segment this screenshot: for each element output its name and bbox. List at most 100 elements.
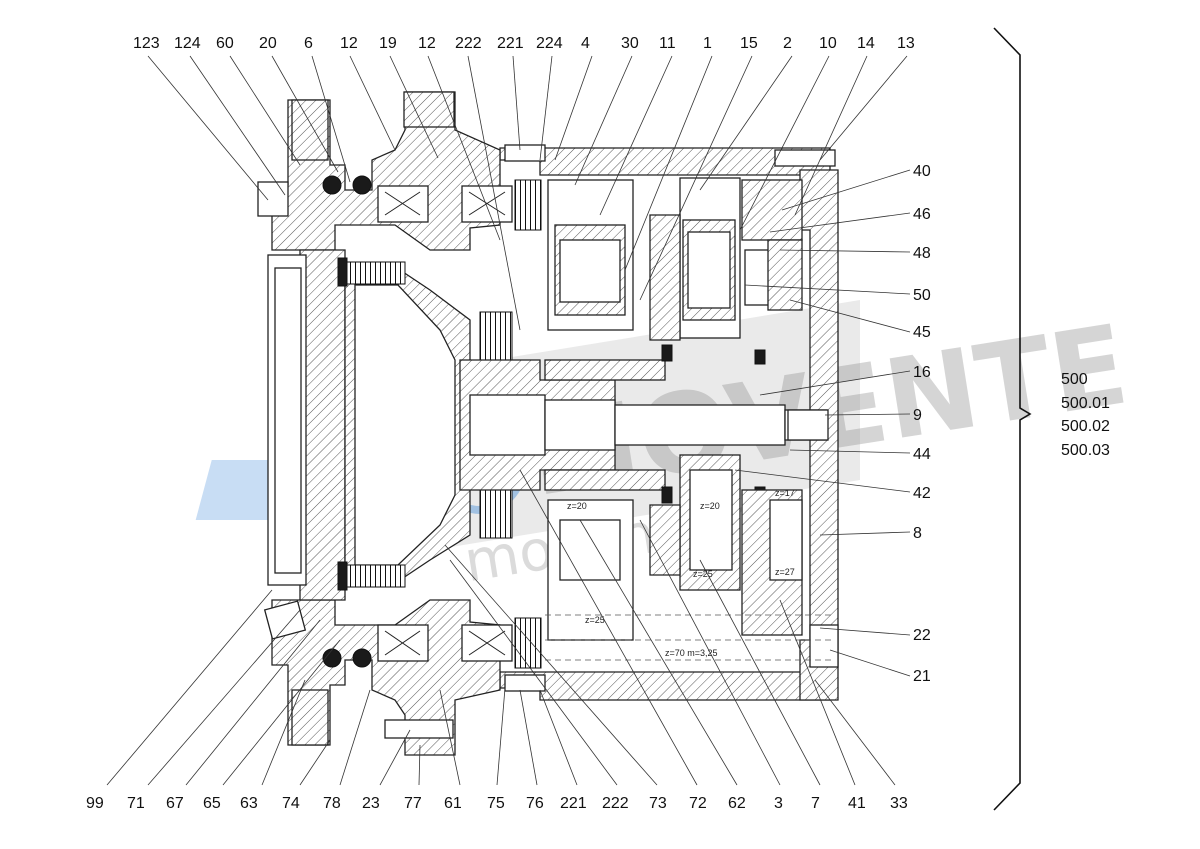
part-label: 74 [282,795,300,812]
leader-line [819,627,911,636]
leader-line [781,169,911,211]
reference-code: 500.03 [1061,442,1110,459]
part-label: 14 [857,35,875,52]
part-label: 46 [913,206,931,223]
top-labels: 123 124 60 20 6 12 19 12 222 221 224 4 3… [133,35,915,52]
leader-line [744,284,911,295]
leader-line [519,469,698,786]
part-label: 22 [913,627,931,644]
leader-line [229,55,301,166]
part-label: 16 [913,364,931,381]
part-label: 7 [811,795,820,812]
leader-line [824,413,911,416]
part-label: 6 [304,35,313,52]
leader-line [271,55,339,173]
reference-code: 500.01 [1061,395,1110,412]
leader-lines [106,55,911,786]
part-label: 15 [740,35,758,52]
gear-note: z=17 [775,488,795,498]
leader-line [819,531,911,536]
part-label: 20 [259,35,277,52]
leader-line [554,55,593,161]
part-label: 1 [703,35,712,52]
part-label: 222 [602,795,629,812]
leader-line [819,55,908,161]
leader-line [539,55,553,161]
part-label: 60 [216,35,234,52]
part-label: 63 [240,795,258,812]
leader-line [439,689,461,786]
leader-line [349,55,396,151]
leader-line [189,55,286,196]
part-label: 3 [774,795,783,812]
part-label: 78 [323,795,341,812]
gear-note: z=70 m=3,25 [665,648,718,658]
part-label: 221 [560,795,587,812]
part-label: 48 [913,245,931,262]
gear-note: z=20 [700,501,720,511]
leader-line [444,544,658,786]
part-label: 10 [819,35,837,52]
part-label: 61 [444,795,462,812]
part-label: 41 [848,795,866,812]
leader-line [147,55,269,201]
part-label: 42 [913,485,931,502]
part-label: 99 [86,795,104,812]
part-label: 2 [783,35,792,52]
part-label: 72 [689,795,707,812]
leader-line [106,589,273,786]
reference-code: 500.02 [1061,418,1110,435]
leader-line [699,559,821,786]
leader-line [779,599,856,786]
part-label: 221 [497,35,524,52]
part-label: 8 [913,525,922,542]
leader-line [261,679,306,786]
leader-line [539,689,578,786]
part-label: 13 [897,35,915,52]
leader-line [779,249,911,253]
leader-line [639,519,781,786]
part-label: 45 [913,324,931,341]
part-label: 50 [913,287,931,304]
part-label: 44 [913,446,931,463]
leader-line [699,55,793,191]
part-label: 224 [536,35,563,52]
part-label: 23 [362,795,380,812]
leader-line [467,55,521,331]
leader-line [496,687,506,786]
part-label: 12 [340,35,358,52]
part-label: 12 [418,35,436,52]
leader-line [339,689,371,786]
part-label: 77 [404,795,422,812]
gear-note: z=27 [775,567,795,577]
leader-line [759,370,911,396]
part-label: 67 [166,795,184,812]
gear-note: z=25 [585,615,605,625]
part-label: 71 [127,795,145,812]
part-label: 4 [581,35,590,52]
leader-line [789,299,911,333]
leader-line [519,689,538,786]
part-label: 73 [649,795,667,812]
part-label: 76 [526,795,544,812]
leader-line [639,55,753,301]
part-label: 30 [621,35,639,52]
bottom-labels: 99 71 67 65 63 74 78 23 77 61 75 76 221 … [86,795,908,812]
leader-line [299,739,331,786]
leader-line [449,559,618,786]
leader-line [512,55,521,151]
part-label: 65 [203,795,221,812]
part-label: 124 [174,35,201,52]
part-label: 123 [133,35,160,52]
leader-line [624,55,713,271]
part-label: 40 [913,163,931,180]
leader-line [379,729,411,786]
leader-line [147,609,301,786]
leader-line [418,744,421,786]
part-label: 19 [379,35,397,52]
gear-annotations: z=20 z=20 z=17 z=25 z=27 z=25 z=70 m=3,2… [567,488,795,658]
leader-line [829,649,911,677]
leader-line [734,469,911,493]
